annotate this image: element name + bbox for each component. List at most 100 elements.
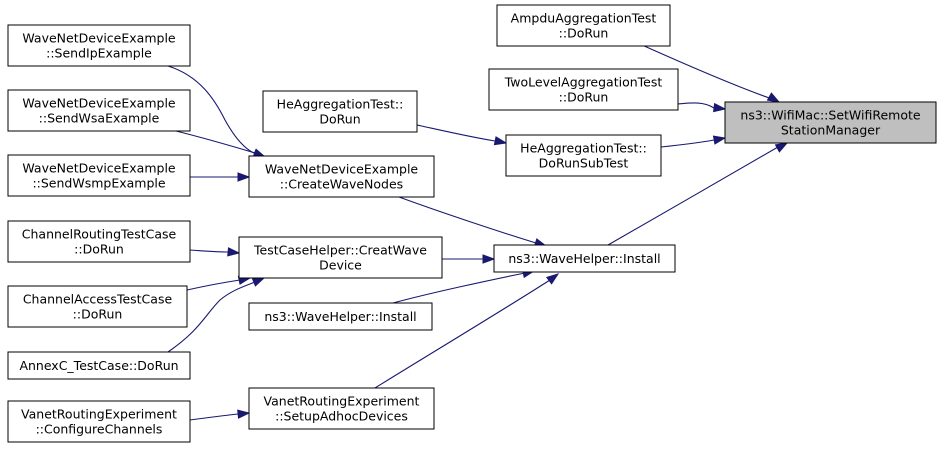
node-label-line: WaveNetDeviceExample — [265, 162, 419, 177]
arrowhead-icon — [712, 135, 727, 145]
node-label-line: StationManager — [781, 123, 881, 138]
edge-channel_routing-to-tch_creat — [189, 247, 241, 257]
node-label-line: ::SetupAdhocDevices — [275, 409, 408, 424]
node-box[interactable] — [7, 285, 188, 328]
node-ampdu[interactable]: AmpduAggregationTest::DoRun — [496, 4, 671, 47]
arrowhead-icon — [766, 92, 781, 103]
node-wnde-sendwsa[interactable]: WaveNetDeviceExample::SendWsaExample — [7, 89, 191, 132]
node-label-line: ns3::WifiMac::SetWifiRemote — [740, 108, 920, 123]
node-box[interactable] — [724, 101, 937, 144]
edge-line — [175, 130, 256, 154]
edge-line — [641, 44, 776, 101]
node-box[interactable] — [493, 244, 676, 273]
node-label-line: ChannelRoutingTestCase — [22, 227, 177, 242]
edge-he_agg_subtest-to-wifimac — [660, 135, 727, 148]
node-label-line: ns3::WaveHelper::Install — [264, 309, 416, 324]
edge-wnde_sendwsa-to-wnde_create — [175, 130, 267, 158]
arrowhead-icon — [227, 247, 241, 257]
edge-line — [392, 272, 526, 304]
edge-line — [677, 102, 715, 109]
node-label-line: ::SendIpExample — [46, 46, 152, 61]
edge-two_level-to-wifimac — [677, 102, 727, 113]
edge-line — [416, 124, 496, 142]
node-box[interactable] — [7, 220, 191, 263]
node-label-line: VanetRoutingExperiment — [264, 394, 420, 409]
arrowhead-icon — [482, 254, 496, 264]
node-label-line: WaveNetDeviceExample — [22, 31, 176, 46]
node-box[interactable] — [238, 236, 443, 279]
node-label-line: TwoLevelAggregationTest — [504, 75, 663, 90]
edge-line — [189, 249, 229, 253]
node-he-agg-subtest[interactable]: HeAggregationTest::DoRunSubTest — [505, 134, 662, 177]
node-label-line: DoRunSubTest — [539, 156, 629, 171]
edge-wnde_sendwsmp-to-wnde_create — [189, 172, 251, 182]
edge-line — [167, 281, 256, 353]
node-label-line: ::SendWsmpExample — [32, 176, 165, 191]
node-label-line: VanetRoutingExperiment — [21, 407, 177, 422]
node-box[interactable] — [248, 387, 435, 430]
node-label-line: WaveNetDeviceExample — [22, 161, 176, 176]
edge-line — [660, 139, 715, 148]
node-vanet-setup[interactable]: VanetRoutingExperiment::SetupAdhocDevice… — [248, 387, 435, 430]
node-wave-install[interactable]: ns3::WaveHelper::Install — [493, 244, 676, 273]
edge-line — [167, 65, 259, 156]
node-box[interactable] — [7, 24, 191, 67]
node-box[interactable] — [7, 89, 191, 132]
node-box[interactable] — [248, 155, 435, 198]
arrowhead-icon — [713, 102, 727, 113]
edge-line — [398, 196, 537, 244]
node-he-agg-dorun[interactable]: HeAggregationTest::DoRun — [262, 90, 418, 133]
node-box[interactable] — [7, 400, 191, 443]
node-label-line: TestCaseHelper::CreatWave — [253, 243, 427, 258]
node-label-line: ns3::WaveHelper::Install — [508, 251, 660, 266]
node-label-line: Device — [319, 258, 362, 273]
edge-line — [374, 279, 551, 389]
node-label-line: AmpduAggregationTest — [511, 11, 657, 26]
node-label-line: HeAggregationTest:: — [520, 141, 647, 156]
node-vanet-configure[interactable]: VanetRoutingExperiment::ConfigureChannel… — [7, 400, 191, 443]
node-wnde-create[interactable]: WaveNetDeviceExample::CreateWaveNodes — [248, 155, 435, 198]
node-wnde-sendwsmp[interactable]: WaveNetDeviceExample::SendWsmpExample — [7, 154, 191, 197]
node-box[interactable] — [505, 134, 662, 177]
edge-vanet_setup-to-wave_install — [374, 273, 560, 389]
node-label-line: DoRun — [319, 112, 360, 127]
node-label-line: ::DoRun — [559, 26, 609, 41]
nodes-layer: WaveNetDeviceExample::SendIpExampleWaveN… — [7, 4, 937, 443]
node-wnde-sendip[interactable]: WaveNetDeviceExample::SendIpExample — [7, 24, 191, 67]
node-box[interactable] — [496, 4, 671, 47]
edge-line — [607, 146, 779, 246]
node-wave-install-left[interactable]: ns3::WaveHelper::Install — [248, 302, 433, 331]
node-label-line: ::DoRun — [74, 242, 124, 257]
edge-vanet_configure-to-vanet_setup — [189, 409, 251, 421]
arrowhead-icon — [493, 136, 508, 146]
node-label-line: ChannelAccessTestCase — [23, 292, 173, 307]
node-label-line: HeAggregationTest:: — [277, 97, 404, 112]
edge-line — [186, 279, 241, 291]
node-channel-routing[interactable]: ChannelRoutingTestCase::DoRun — [7, 220, 191, 263]
node-box[interactable] — [7, 351, 191, 380]
node-box[interactable] — [7, 154, 191, 197]
edge-ampdu-to-wifimac — [641, 44, 781, 103]
node-label-line: ::DoRun — [73, 307, 123, 322]
node-label-line: WaveNetDeviceExample — [22, 96, 176, 111]
node-label-line: AnnexC_TestCase::DoRun — [19, 358, 178, 373]
edge-wave_install-to-wifimac — [607, 142, 789, 246]
node-label-line: ::CreateWaveNodes — [280, 177, 403, 192]
node-box[interactable] — [488, 68, 679, 111]
edges-layer — [167, 44, 789, 421]
arrowhead-icon — [545, 273, 560, 285]
node-wifimac[interactable]: ns3::WifiMac::SetWifiRemoteStationManage… — [724, 101, 937, 144]
node-box[interactable] — [248, 302, 433, 331]
node-channel-access[interactable]: ChannelAccessTestCase::DoRun — [7, 285, 188, 328]
node-two-level[interactable]: TwoLevelAggregationTest::DoRun — [488, 68, 679, 111]
edge-line — [189, 413, 239, 421]
arrowhead-icon — [237, 409, 251, 419]
node-box[interactable] — [262, 90, 418, 133]
arrowhead-icon — [251, 277, 266, 287]
edge-tch_creat-to-wave_install — [442, 254, 496, 264]
edge-he_agg_dorun-to-he_agg_subtest — [416, 124, 508, 146]
node-label-line: ::SendWsaExample — [39, 111, 160, 126]
node-annexc[interactable]: AnnexC_TestCase::DoRun — [7, 351, 191, 380]
